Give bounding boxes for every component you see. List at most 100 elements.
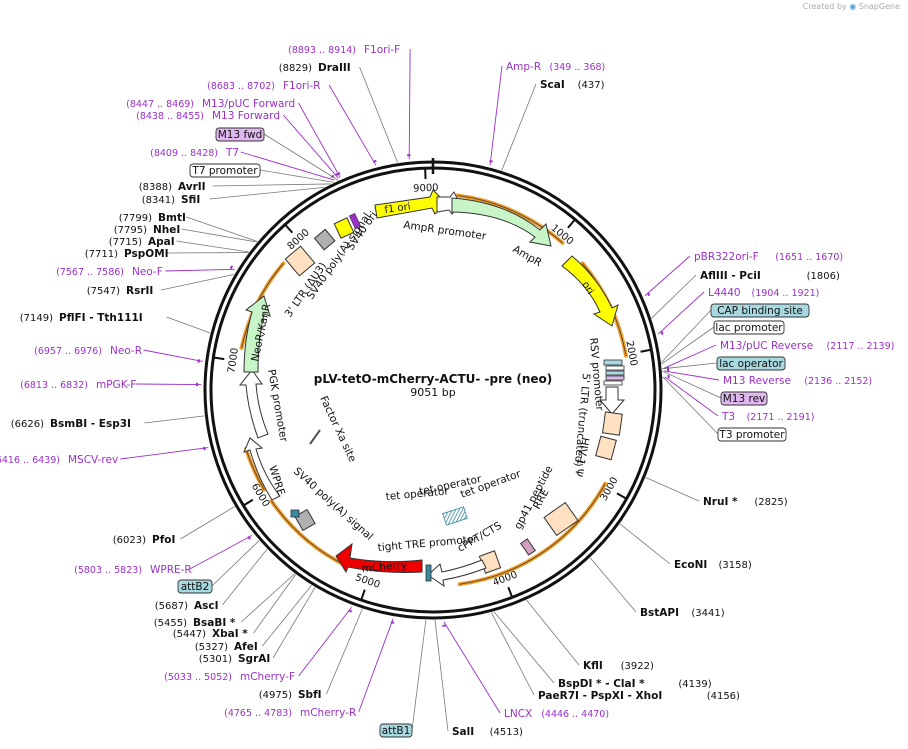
primer-name[interactable]: WPRE-R: [150, 564, 192, 576]
enzyme-name[interactable]: BsmBI - Esp3I: [50, 418, 131, 430]
enzyme-name[interactable]: EcoNI: [674, 559, 707, 571]
primer-leader-11: [135, 383, 202, 386]
enzyme-name[interactable]: BstAPI: [640, 607, 679, 619]
enzyme-name[interactable]: SalI: [452, 726, 474, 738]
primer-name[interactable]: Amp-R: [506, 61, 541, 73]
rre-box[interactable]: [543, 501, 579, 537]
boxed-label-bg[interactable]: [720, 391, 768, 406]
primer-name[interactable]: mPGK-F: [96, 379, 136, 391]
primer-leader-9: [189, 534, 253, 570]
wpre-arrow[interactable]: [243, 437, 281, 501]
hiv-psi-box[interactable]: [595, 435, 617, 461]
tet-operator-label-2: tet operator: [385, 485, 450, 503]
primer-name[interactable]: mCherry-R: [300, 707, 356, 719]
enzyme-name[interactable]: NruI *: [703, 496, 738, 508]
enzyme-name[interactable]: RsrII: [126, 285, 153, 297]
boxed-label-bg[interactable]: [177, 579, 213, 594]
enzyme-name[interactable]: NheI: [153, 224, 180, 236]
boxed-label-bg[interactable]: [716, 356, 786, 371]
primer-name[interactable]: F1ori-R: [283, 80, 320, 92]
primer-name[interactable]: M13/pUC Reverse: [720, 340, 813, 352]
wpre-marker[interactable]: [290, 509, 300, 518]
enzyme-name[interactable]: AvrII: [178, 181, 206, 193]
enzyme-name[interactable]: AfeI: [234, 641, 258, 653]
sv40-ori-box[interactable]: [333, 217, 355, 239]
enzyme-leader-25: [359, 66, 399, 163]
sv40-polya-lower-box[interactable]: [294, 508, 316, 532]
primer-site-mark-1: [647, 292, 651, 297]
primer-name[interactable]: M13 Forward: [212, 110, 280, 122]
enzyme-name[interactable]: PfoI: [152, 534, 175, 546]
enzyme-name[interactable]: ApaI: [148, 236, 175, 248]
primer-name[interactable]: T7: [225, 147, 239, 159]
tight-tre-element[interactable]: [425, 564, 432, 582]
rsv-promoter-arrow[interactable]: [598, 386, 626, 415]
primer-name[interactable]: Neo-F: [132, 266, 163, 278]
primer-name[interactable]: LNCX: [504, 708, 532, 720]
enzyme-name[interactable]: XbaI *: [212, 628, 248, 640]
primer-position: (6957 .. 6976): [34, 346, 102, 357]
boxed-label-bg[interactable]: [710, 303, 810, 318]
primer-name[interactable]: F1ori-F: [364, 44, 400, 56]
sv40-polya-upper-box[interactable]: [313, 228, 336, 251]
primer-name[interactable]: L4440: [708, 287, 741, 299]
primer-name[interactable]: pBR322ori-F: [694, 251, 759, 263]
enzyme-position: (5327): [195, 642, 228, 653]
enzyme-name[interactable]: AscI: [194, 600, 219, 612]
lac-promoter-box[interactable]: [605, 365, 625, 371]
primer-name[interactable]: M13/pUC Forward: [202, 98, 295, 110]
factor-xa-mark[interactable]: [309, 429, 321, 445]
t3-promoter-box[interactable]: [603, 380, 623, 386]
primer-site-mark-7: [390, 621, 395, 624]
cap-binding-site-box[interactable]: [603, 359, 623, 366]
tight-tre-promoter-arrow[interactable]: [427, 559, 487, 588]
enzyme-position: (4975): [259, 690, 292, 701]
enzyme-position: (5455): [154, 618, 187, 629]
boxed-label-bg[interactable]: [379, 723, 413, 738]
enzyme-name[interactable]: ScaI: [540, 79, 565, 91]
mcherry-label: mCherry: [361, 559, 407, 575]
boxed-label-text: attB1: [382, 725, 411, 737]
enzyme-name[interactable]: BmtI: [158, 212, 186, 224]
boxed-label-bg[interactable]: [215, 127, 265, 142]
enzyme-name[interactable]: SfiI: [181, 194, 200, 206]
lac-operator-box[interactable]: [605, 370, 625, 376]
enzyme-position: (4513): [490, 727, 523, 738]
m13-rev-box[interactable]: [605, 375, 625, 381]
primer-name[interactable]: mCherry-F: [240, 671, 295, 683]
m13-fwd-mark[interactable]: [348, 212, 362, 230]
mcherry-arrow[interactable]: [335, 542, 423, 574]
pgk-promoter-arrow[interactable]: [238, 369, 269, 439]
enzyme-name[interactable]: PaeR7I - PspXI - XhoI: [538, 690, 662, 702]
ltr3-box[interactable]: [284, 245, 316, 277]
primer-name[interactable]: MSCV-rev: [68, 454, 118, 466]
enzyme-name[interactable]: PspOMI: [124, 248, 169, 260]
enzyme-name[interactable]: PflFI - Tth111I: [59, 312, 143, 324]
ltr5-box[interactable]: [601, 411, 623, 436]
enzyme-leader-20: [176, 240, 250, 253]
primer-name[interactable]: M13 Reverse: [723, 375, 791, 387]
ampr-arrow[interactable]: [451, 197, 552, 247]
neor-kanr-arrow[interactable]: [243, 295, 271, 373]
enzyme-name[interactable]: KflI: [583, 660, 603, 672]
tick-label-2000: 2000: [623, 340, 638, 367]
enzyme-position: (4156): [707, 691, 740, 702]
enzyme-name[interactable]: BspDI * - ClaI *: [558, 678, 645, 690]
primer-name[interactable]: Neo-R: [110, 345, 142, 357]
boxed-label-bg[interactable]: [713, 320, 785, 335]
ori-arrow[interactable]: [561, 255, 619, 327]
box-leader-3: [662, 370, 722, 399]
gp41-peptide-box[interactable]: [520, 538, 536, 556]
primer-leader-0: [489, 65, 503, 166]
boxed-label-bg[interactable]: [717, 427, 787, 442]
enzyme-name[interactable]: BsaBI *: [193, 617, 236, 629]
enzyme-name[interactable]: SbfI: [298, 689, 322, 701]
boxed-label-bg[interactable]: [189, 163, 261, 178]
tick-7000: [214, 356, 225, 361]
primer-name[interactable]: T3: [721, 411, 735, 423]
enzyme-name[interactable]: AflIII - PciI: [700, 270, 761, 282]
enzyme-name[interactable]: SgrAI: [238, 653, 270, 665]
enzyme-name[interactable]: DraIII: [318, 62, 351, 74]
tick-6000: [243, 498, 254, 506]
tet-operator-hatch[interactable]: [442, 506, 468, 526]
